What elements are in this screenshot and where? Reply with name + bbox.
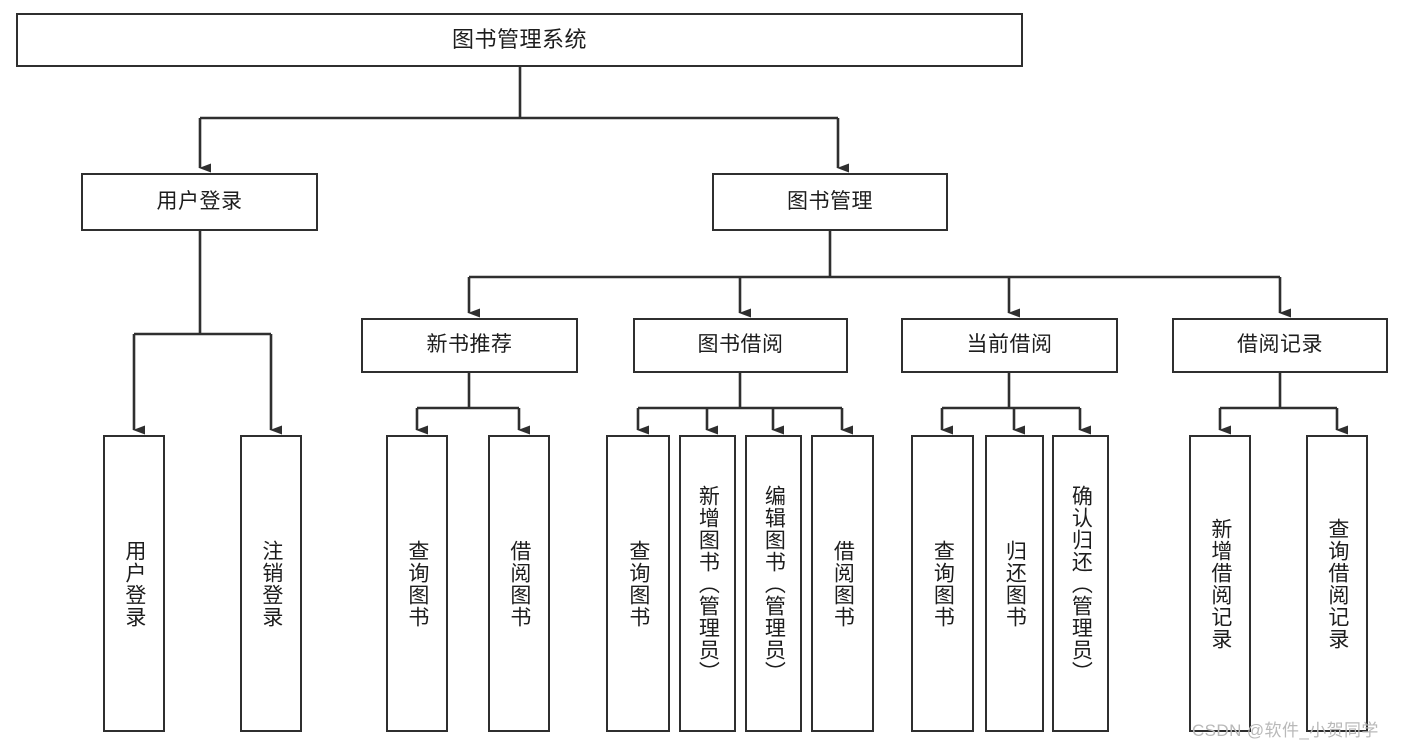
leaf-confirm-return-admin[interactable]: 确认归还（管理员） xyxy=(1052,435,1109,732)
leaf-query-book-borrow-label: 查询图书 xyxy=(626,539,650,628)
node-book-management[interactable]: 图书管理 xyxy=(712,173,948,231)
node-book-management-label: 图书管理 xyxy=(787,189,873,213)
leaf-query-book-borrow[interactable]: 查询图书 xyxy=(606,435,670,732)
leaf-edit-book-admin-label: 编辑图书（管理员） xyxy=(762,484,786,683)
leaf-borrow-book-recommend[interactable]: 借阅图书 xyxy=(488,435,550,732)
leaf-borrow-book-label: 借阅图书 xyxy=(831,539,855,628)
csdn-watermark: CSDN @软件_小贺同学 xyxy=(1192,721,1379,740)
leaf-add-borrow-record[interactable]: 新增借阅记录 xyxy=(1189,435,1251,732)
node-book-borrow-label: 图书借阅 xyxy=(697,333,784,357)
leaf-user-login-label: 用户登录 xyxy=(122,539,146,628)
leaf-return-book-label: 归还图书 xyxy=(1003,539,1027,628)
node-current-borrow[interactable]: 当前借阅 xyxy=(901,318,1118,373)
leaf-logout[interactable]: 注销登录 xyxy=(240,435,302,732)
leaf-add-borrow-record-label: 新增借阅记录 xyxy=(1208,517,1232,650)
leaf-query-book-recommend-label: 查询图书 xyxy=(405,539,429,628)
leaf-logout-label: 注销登录 xyxy=(259,539,283,628)
leaf-query-book-current-label: 查询图书 xyxy=(931,539,955,628)
node-user-login-label: 用户登录 xyxy=(156,189,243,213)
node-current-borrow-label: 当前借阅 xyxy=(966,333,1053,357)
leaf-confirm-return-admin-label: 确认归还（管理员） xyxy=(1069,484,1093,683)
leaf-edit-book-admin[interactable]: 编辑图书（管理员） xyxy=(745,435,802,732)
node-book-borrow[interactable]: 图书借阅 xyxy=(633,318,848,373)
leaf-query-book-recommend[interactable]: 查询图书 xyxy=(386,435,448,732)
node-root-label: 图书管理系统 xyxy=(451,27,587,53)
node-borrow-record-label: 借阅记录 xyxy=(1237,333,1323,357)
leaf-query-borrow-record[interactable]: 查询借阅记录 xyxy=(1306,435,1368,732)
node-user-login[interactable]: 用户登录 xyxy=(81,173,318,231)
node-borrow-record[interactable]: 借阅记录 xyxy=(1172,318,1388,373)
node-new-book-recommend[interactable]: 新书推荐 xyxy=(361,318,578,373)
node-root[interactable]: 图书管理系统 xyxy=(16,13,1023,67)
leaf-query-borrow-record-label: 查询借阅记录 xyxy=(1325,517,1349,650)
leaf-return-book[interactable]: 归还图书 xyxy=(985,435,1044,732)
leaf-borrow-book[interactable]: 借阅图书 xyxy=(811,435,874,732)
leaf-add-book-admin-label: 新增图书（管理员） xyxy=(696,484,720,683)
leaf-borrow-book-recommend-label: 借阅图书 xyxy=(507,539,531,628)
leaf-add-book-admin[interactable]: 新增图书（管理员） xyxy=(679,435,736,732)
node-new-book-recommend-label: 新书推荐 xyxy=(426,333,513,357)
leaf-query-book-current[interactable]: 查询图书 xyxy=(911,435,974,732)
leaf-user-login[interactable]: 用户登录 xyxy=(103,435,165,732)
